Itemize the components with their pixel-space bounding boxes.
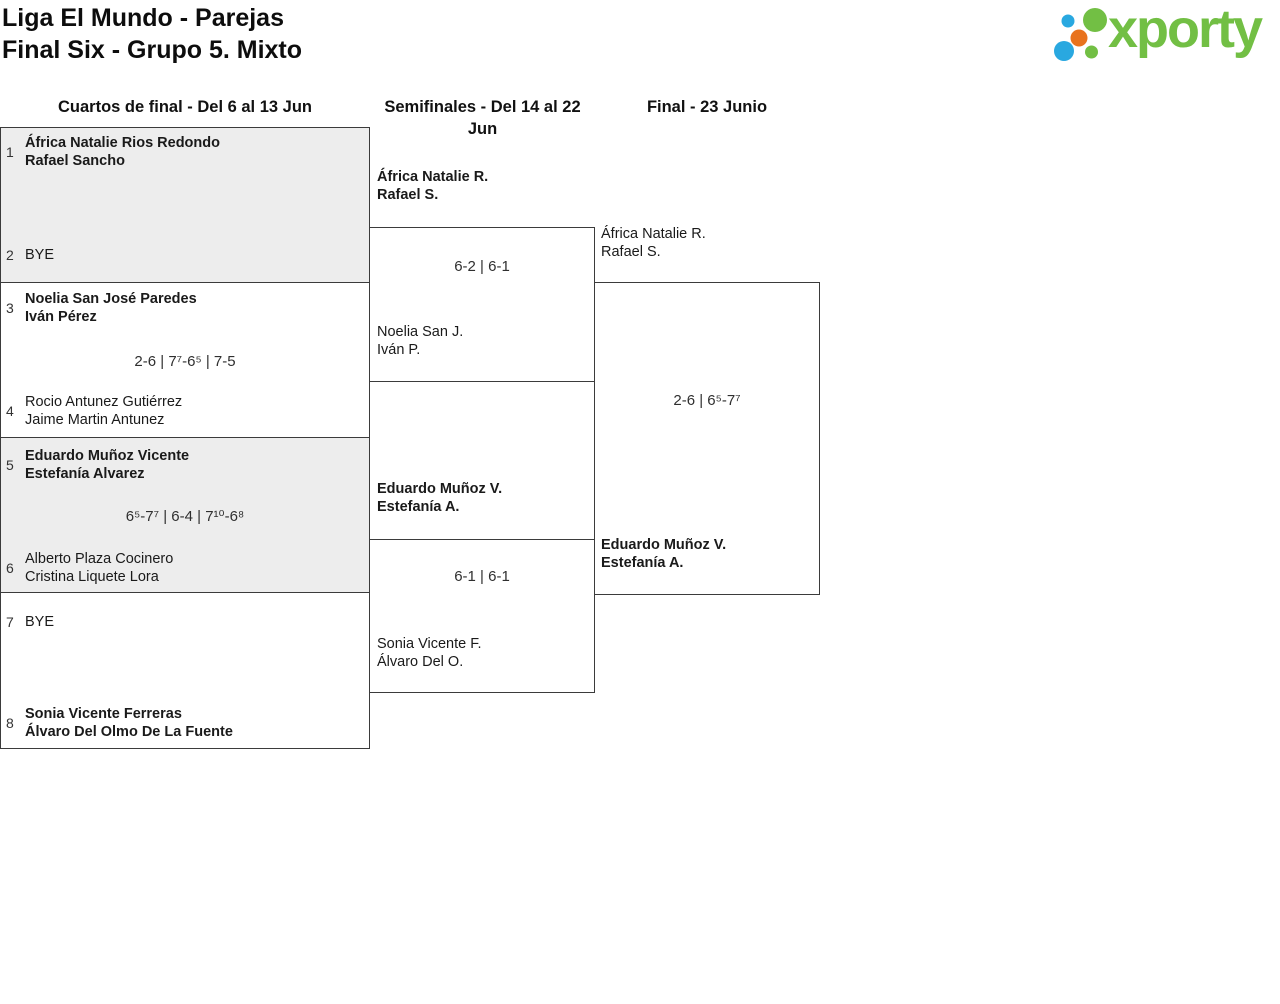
sf-match1-box (369, 227, 595, 382)
seed-number: 8 (6, 714, 14, 731)
sf-match1-score: 6-2 | 6-1 (454, 258, 510, 275)
seed-number: 2 (6, 247, 14, 263)
logo-dot-blue-large (1054, 41, 1074, 61)
logo-dot-green-small (1085, 45, 1098, 59)
logo-wordmark: xporty (1108, 0, 1263, 59)
page-title-line2: Final Six - Grupo 5. Mixto (2, 36, 303, 64)
team-names: BYE (25, 614, 54, 632)
player-name: Álvaro Del O. (377, 653, 464, 670)
qf-seed2-team: 2 BYE (6, 247, 54, 265)
team-names: Sonia Vicente Ferreras Álvaro Del Olmo D… (25, 706, 233, 741)
player-name: Iván Pérez (25, 308, 97, 325)
player-name: Sonia Vicente F. (377, 636, 482, 652)
page-title-line1: Liga El Mundo - Parejas (2, 4, 284, 32)
qf-match4-box (0, 592, 370, 749)
player-name: Sonia Vicente Ferreras (25, 706, 182, 722)
player-name: Iván P. (377, 341, 421, 358)
qf-match2-score: 2-6 | 7⁷-6⁵ | 7-5 (134, 353, 236, 370)
final-score: 2-6 | 6⁵-7⁷ (673, 392, 741, 409)
qf-match3-box (0, 437, 370, 593)
qf-seed4-team: 4 Rocio Antunez Gutiérrez Jaime Martin A… (6, 394, 182, 429)
final-box (594, 282, 820, 595)
player-name: Rafael Sancho (25, 152, 125, 169)
qf-seed3-team: 3 Noelia San José Paredes Iván Pérez (6, 291, 197, 326)
qf-seed8-team: 8 Sonia Vicente Ferreras Álvaro Del Olmo… (6, 706, 233, 741)
player-name: Jaime Martin Antunez (25, 411, 165, 428)
seed-number: 6 (6, 559, 14, 576)
sf1-top-team: África Natalie R. Rafael S. (377, 169, 488, 204)
sf2-top-team: Eduardo Muñoz V. Estefanía A. (377, 481, 502, 516)
page-title: Liga El Mundo - Parejas Final Six - Grup… (2, 2, 302, 66)
player-name: Estefanía A. (601, 554, 684, 571)
seed-number: 7 (6, 614, 14, 630)
team-names: Eduardo Muñoz Vicente Estefanía Alvarez (25, 448, 189, 483)
final-top-team: África Natalie R. Rafael S. (601, 226, 706, 261)
team-names: Rocio Antunez Gutiérrez Jaime Martin Ant… (25, 394, 182, 429)
qf-match3-score: 6⁵-7⁷ | 6-4 | 7¹⁰-6⁸ (125, 508, 245, 525)
team-names: Alberto Plaza Cocinero Cristina Liquete … (25, 551, 173, 586)
logo-dot-orange (1070, 29, 1088, 47)
player-name: Noelia San José Paredes (25, 291, 197, 307)
logo-dot-green-large (1083, 8, 1107, 32)
player-name: BYE (25, 247, 55, 263)
player-name: Rocio Antunez Gutiérrez (25, 394, 183, 410)
logo-dot-blue-small (1061, 14, 1075, 28)
seed-number: 5 (6, 456, 14, 473)
logo-dots-icon (1054, 8, 1107, 61)
qf-seed1-team: 1 África Natalie Rios Redondo Rafael San… (6, 135, 220, 170)
player-name: Eduardo Muñoz Vicente (25, 448, 190, 464)
qf-seed7-team: 7 BYE (6, 614, 54, 632)
player-name: Cristina Liquete Lora (25, 568, 159, 585)
qf-match1-box (0, 127, 370, 283)
player-name: BYE (25, 614, 55, 630)
player-name: Rafael S. (601, 243, 661, 260)
team-names: BYE (25, 247, 54, 265)
qf-match2-box (0, 282, 370, 438)
round-header-semifinals: Semifinales - Del 14 al 22 Jun (384, 98, 581, 138)
player-name: África Natalie R. (377, 169, 489, 185)
player-name: África Natalie Rios Redondo (25, 135, 220, 151)
player-name: Rafael S. (377, 186, 439, 203)
player-name: Álvaro Del Olmo De La Fuente (25, 723, 233, 740)
sf-match2-score: 6-1 | 6-1 (454, 568, 510, 585)
sf1-bottom-team: Noelia San J. Iván P. (377, 324, 463, 359)
qf-seed5-team: 5 Eduardo Muñoz Vicente Estefanía Alvare… (6, 448, 189, 483)
seed-number: 1 (6, 143, 14, 160)
player-name: Noelia San J. (377, 324, 464, 340)
player-name: Eduardo Muñoz V. (601, 537, 727, 553)
round-header-final: Final - 23 Junio (646, 98, 768, 116)
team-names: África Natalie Rios Redondo Rafael Sanch… (25, 135, 220, 170)
player-name: África Natalie R. (601, 226, 706, 242)
seed-number: 4 (6, 402, 14, 419)
sf2-bottom-team: Sonia Vicente F. Álvaro Del O. (377, 636, 482, 671)
team-names: Noelia San José Paredes Iván Pérez (25, 291, 197, 326)
seed-number: 3 (6, 299, 14, 316)
round-header-quarterfinals: Cuartos de final - Del 6 al 13 Jun (58, 98, 312, 116)
player-name: Eduardo Muñoz V. (377, 481, 503, 497)
player-name: Estefanía Alvarez (25, 465, 145, 482)
final-bottom-team: Eduardo Muñoz V. Estefanía A. (601, 537, 726, 572)
player-name: Alberto Plaza Cocinero (25, 551, 174, 567)
qf-seed6-team: 6 Alberto Plaza Cocinero Cristina Liquet… (6, 551, 173, 586)
player-name: Estefanía A. (377, 498, 460, 515)
sf-match2-box (369, 539, 595, 693)
